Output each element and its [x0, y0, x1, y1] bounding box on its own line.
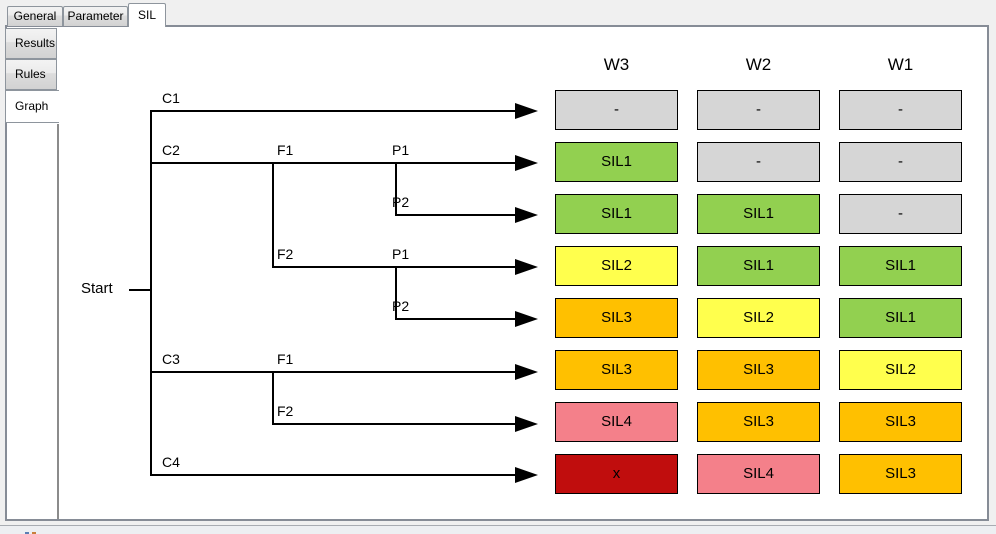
- bottom-strip: [0, 525, 996, 534]
- sil-cell: SIL4: [555, 402, 678, 442]
- sil-cell: -: [555, 90, 678, 130]
- connector-line: [150, 474, 517, 476]
- arrowhead-icon: [515, 155, 538, 171]
- sil-cell: SIL3: [555, 350, 678, 390]
- connector-line: [150, 110, 517, 112]
- sil-cell: SIL1: [697, 194, 820, 234]
- node-label-c2: C2: [162, 142, 180, 158]
- node-label-f2: F2: [277, 403, 294, 419]
- clipped-widget: [25, 532, 29, 534]
- sidebar-divider: [57, 124, 59, 519]
- arrowhead-icon: [515, 364, 538, 380]
- connector-line: [395, 214, 517, 216]
- connector-line: [150, 162, 517, 164]
- sil-cell: -: [697, 142, 820, 182]
- arrowhead-icon: [515, 467, 538, 483]
- node-label-c4: C4: [162, 454, 180, 470]
- arrowhead-icon: [515, 259, 538, 275]
- column-header-w1: W1: [887, 55, 914, 74]
- node-label-f1: F1: [277, 142, 294, 158]
- sil-cell: -: [839, 194, 962, 234]
- connector-line: [395, 266, 397, 318]
- connector-line: [150, 110, 152, 475]
- column-header-w3: W3: [603, 55, 630, 74]
- connector-line: [129, 289, 150, 291]
- node-label-p2: P2: [392, 298, 410, 314]
- sil-cell: SIL3: [839, 454, 962, 494]
- sidetab-rules[interactable]: Rules: [5, 59, 57, 90]
- connector-line: [272, 423, 517, 425]
- connector-line: [272, 371, 274, 423]
- connector-line: [395, 162, 397, 214]
- sil-cell: SIL3: [839, 402, 962, 442]
- sil-cell: -: [839, 142, 962, 182]
- sil-cell: SIL2: [555, 246, 678, 286]
- tab-sil[interactable]: SIL: [128, 3, 166, 27]
- tab-general[interactable]: General: [7, 6, 63, 26]
- clipped-widget: [32, 532, 36, 534]
- sil-cell: SIL4: [697, 454, 820, 494]
- sil-cell: -: [839, 90, 962, 130]
- sil-cell: x: [555, 454, 678, 494]
- node-label-p1: P1: [392, 142, 410, 158]
- sil-cell: SIL3: [697, 350, 820, 390]
- connector-line: [272, 266, 517, 268]
- sidetab-graph[interactable]: Graph: [5, 90, 59, 123]
- connector-line: [150, 371, 517, 373]
- sil-cell: SIL3: [697, 402, 820, 442]
- arrowhead-icon: [515, 103, 538, 119]
- node-label-c3: C3: [162, 351, 180, 367]
- node-label-f1: F1: [277, 351, 294, 367]
- node-label-p1: P1: [392, 246, 410, 262]
- arrowhead-icon: [515, 416, 538, 432]
- sidetab-results[interactable]: Results: [5, 28, 57, 59]
- connector-line: [395, 318, 517, 320]
- node-label-c1: C1: [162, 90, 180, 106]
- sil-cell: -: [697, 90, 820, 130]
- sil-cell: SIL1: [697, 246, 820, 286]
- sil-cell: SIL2: [839, 350, 962, 390]
- connector-line: [272, 162, 274, 266]
- column-header-w2: W2: [745, 55, 772, 74]
- sil-cell: SIL1: [839, 298, 962, 338]
- node-label-f2: F2: [277, 246, 294, 262]
- sil-cell: SIL1: [839, 246, 962, 286]
- arrowhead-icon: [515, 207, 538, 223]
- sil-cell: SIL3: [555, 298, 678, 338]
- sil-cell: SIL1: [555, 142, 678, 182]
- sil-cell: SIL1: [555, 194, 678, 234]
- start-label: Start: [81, 280, 113, 297]
- sil-cell: SIL2: [697, 298, 820, 338]
- tab-parameter[interactable]: Parameter: [63, 6, 128, 26]
- arrowhead-icon: [515, 311, 538, 327]
- node-label-p2: P2: [392, 194, 410, 210]
